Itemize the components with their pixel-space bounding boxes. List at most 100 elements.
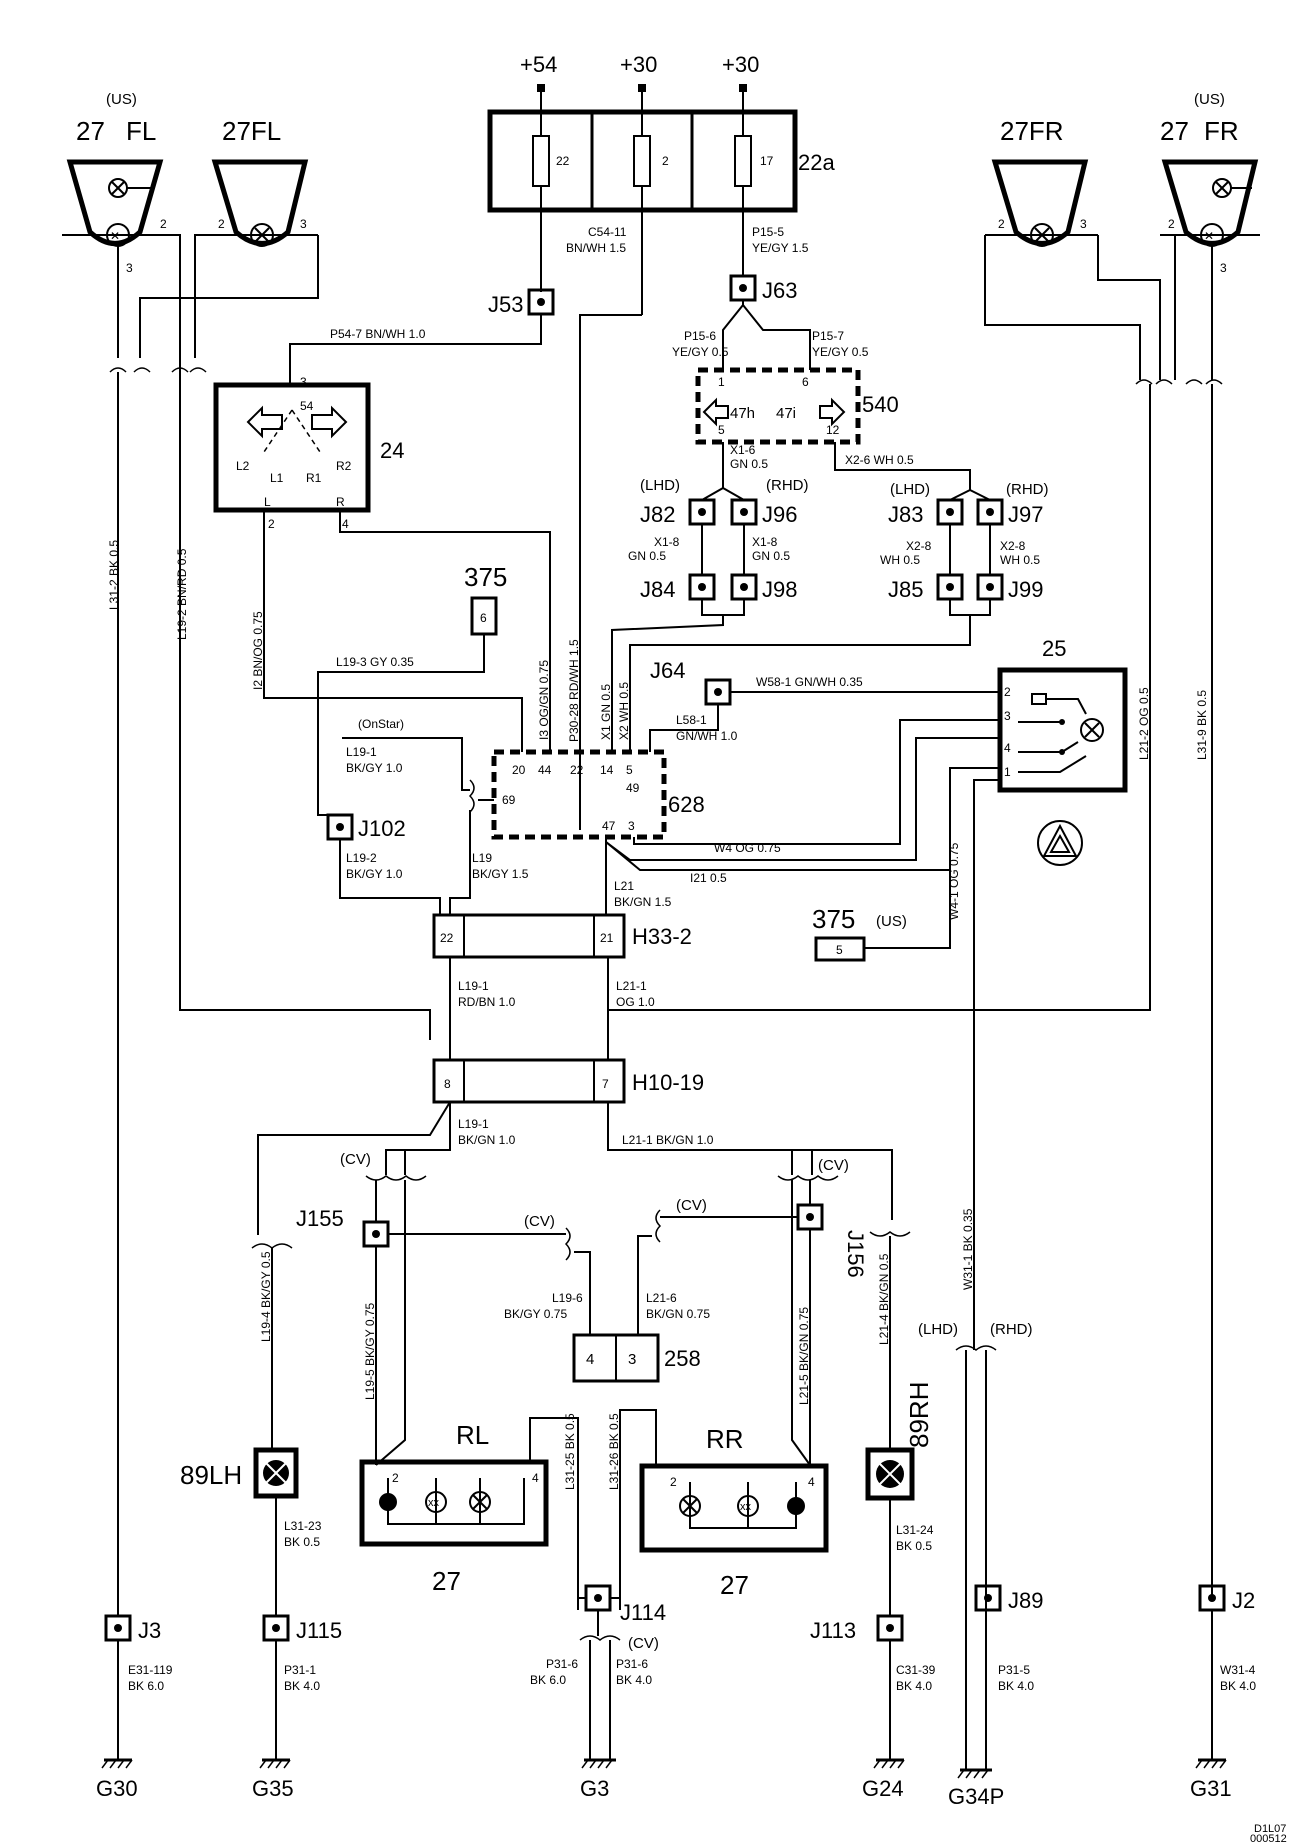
wire-p15-7: P15-7 xyxy=(812,329,844,343)
ground-g35: G35 xyxy=(252,1758,294,1801)
cv-tag-1: (CV) xyxy=(340,1151,371,1168)
wire-e31-119: E31-119 xyxy=(128,1663,173,1677)
fl-us-side: FL xyxy=(126,116,156,146)
footer-code-2: 000512 xyxy=(1250,1833,1287,1842)
fr-us-pin2: 2 xyxy=(1168,217,1175,231)
wire-p31-6-b-spec: BK 4.0 xyxy=(616,1673,652,1687)
wire-p31-1-spec: BK 4.0 xyxy=(284,1679,320,1693)
module-540: 1 6 5 12 47h 47i 540 xyxy=(695,367,899,445)
m628-p14: 14 xyxy=(600,763,614,777)
side-marker-89rh: 89RH xyxy=(865,1382,934,1501)
wire-l19-3: L19-3 GY 0.35 xyxy=(336,655,414,669)
junction-j3: J3 xyxy=(104,1614,161,1643)
fuse-22-label: 22 xyxy=(556,154,570,168)
wire-p15-5-spec: YE/GY 1.5 xyxy=(752,241,809,255)
g35-label: G35 xyxy=(252,1776,294,1801)
hazard-switch-25: 25 2 3 4 1 xyxy=(997,636,1128,793)
junction-j99: J99 xyxy=(976,573,1043,602)
junction-j83: J83 xyxy=(888,498,964,527)
rr-pin2: 2 xyxy=(670,1475,677,1489)
junction-j97: J97 xyxy=(976,498,1043,527)
connector-375: 375 6 xyxy=(464,562,507,636)
conn375us-pin: 5 xyxy=(836,943,843,957)
supply-54-label: +54 xyxy=(520,52,557,77)
fr-us-side: FR xyxy=(1204,116,1239,146)
junction-j115: J115 xyxy=(262,1614,342,1643)
j3-label: J3 xyxy=(138,1618,161,1643)
flasher-l1: L1 xyxy=(270,471,284,485)
module-628-id: 628 xyxy=(668,792,705,817)
lh-label: 89LH xyxy=(180,1460,242,1490)
m628-p49: 49 xyxy=(626,781,640,795)
wire-c31-39-spec: BK 4.0 xyxy=(896,1679,932,1693)
connector-h10-19: 8 7 H10-19 xyxy=(432,1058,704,1104)
conn375-id: 375 xyxy=(464,562,507,592)
wire-x1-6: X1-6 xyxy=(730,443,756,457)
j89-label: J89 xyxy=(1008,1588,1043,1613)
rh-label: 89RH xyxy=(904,1382,934,1448)
wire-l21-6-spec: BK/GN 0.75 xyxy=(646,1307,710,1321)
wire-l19-2: L19-2 xyxy=(346,851,377,865)
fr-us-pin3: 3 xyxy=(1220,261,1227,275)
wire-l21-4: L21-4 BK/GN 0.5 xyxy=(877,1253,891,1345)
wire-l19-2-spec: BK/GY 1.0 xyxy=(346,867,403,881)
wire-e31-119-spec: BK 6.0 xyxy=(128,1679,164,1693)
wire-l19-4: L19-4 BK/GY 0.5 xyxy=(259,1251,273,1342)
fl-us-tag: (US) xyxy=(106,91,137,108)
j97-label: J97 xyxy=(1008,502,1043,527)
wire-c31-39: C31-39 xyxy=(896,1663,936,1677)
g24-label: G24 xyxy=(862,1776,904,1801)
wire-i2: I2 BN/OG 0.75 xyxy=(251,611,265,690)
j85-label: J85 xyxy=(888,577,923,602)
j82-label: J82 xyxy=(640,502,675,527)
flasher-l: L xyxy=(264,495,271,509)
h33-p21: 21 xyxy=(600,931,614,945)
wire-l31-9: L31-9 BK 0.5 xyxy=(1195,690,1209,760)
connector-h33-2: 22 21 H33-2 xyxy=(432,913,692,959)
wire-l19-1-rd-spec: RD/BN 1.0 xyxy=(458,995,516,1009)
sw25-p3: 3 xyxy=(1004,709,1011,723)
fuse-17-label: 17 xyxy=(760,154,774,168)
junction-j102: J102 xyxy=(326,813,406,841)
supply-terminals: +54 +30 +30 xyxy=(520,52,759,112)
c258-p4: 4 xyxy=(586,1351,594,1368)
wire-p31-5: P31-5 xyxy=(998,1663,1030,1677)
lamp-27-fl: 27FL 2 3 xyxy=(205,116,318,247)
m628-p44: 44 xyxy=(538,763,552,777)
module-628: 20 44 22 14 5 49 69 47 3 628 xyxy=(491,749,705,840)
wire-w4: W4 OG 0.75 xyxy=(714,841,781,855)
sw25-p4: 4 xyxy=(1004,741,1011,755)
footer-code-1: D1L07 xyxy=(1254,1823,1286,1835)
lamp-27-fl-us: (US) 27 FL ✕ 2 3 xyxy=(62,91,167,275)
wire-l19-5: L19-5 BK/GY 0.75 xyxy=(363,1302,377,1400)
junction-j63: J63 xyxy=(729,274,797,303)
wire-x2-8-b: X2-8 xyxy=(1000,539,1026,553)
j83-label: J83 xyxy=(888,502,923,527)
junction-j155: J155 xyxy=(296,1206,390,1248)
rr-bulb-mark-1: xx xyxy=(740,1501,752,1513)
h33-p22: 22 xyxy=(440,931,454,945)
wire-p31-6-a-spec: BK 6.0 xyxy=(530,1673,566,1687)
c258-p3: 3 xyxy=(628,1351,636,1368)
fl-us-pin3: 3 xyxy=(126,261,133,275)
m628-p47: 47 xyxy=(602,819,616,833)
j115-label: J115 xyxy=(296,1618,342,1643)
wire-x1: X1 GN 0.5 xyxy=(599,684,613,740)
wire-l21-6: L21-6 xyxy=(646,1291,677,1305)
wire-i21: I21 0.5 xyxy=(690,871,727,885)
wire-l31-23: L31-23 xyxy=(284,1519,322,1533)
wire-l19-spec: BK/GY 1.5 xyxy=(472,867,529,881)
wire-c54-11-spec: BN/WH 1.5 xyxy=(566,241,626,255)
g31-label: G31 xyxy=(1190,1776,1232,1801)
hazard-triangle-icon xyxy=(1037,820,1083,866)
lamp-27-fr-us: (US) 27 FR ✕ 2 3 xyxy=(1160,91,1260,275)
flasher-pin54: 54 xyxy=(300,399,314,413)
lhd-tag-1: (LHD) xyxy=(640,477,680,494)
junction-j53: J53 xyxy=(488,288,555,317)
wire-l19-1-a: L19-1 xyxy=(346,745,377,759)
wire-l21: L21 xyxy=(614,879,634,893)
j96-label: J96 xyxy=(762,502,797,527)
wire-x1-8-a: X1-8 xyxy=(654,535,680,549)
wire-p54-7: P54-7 BN/WH 1.0 xyxy=(330,327,426,341)
fuse-2-label: 2 xyxy=(662,154,669,168)
